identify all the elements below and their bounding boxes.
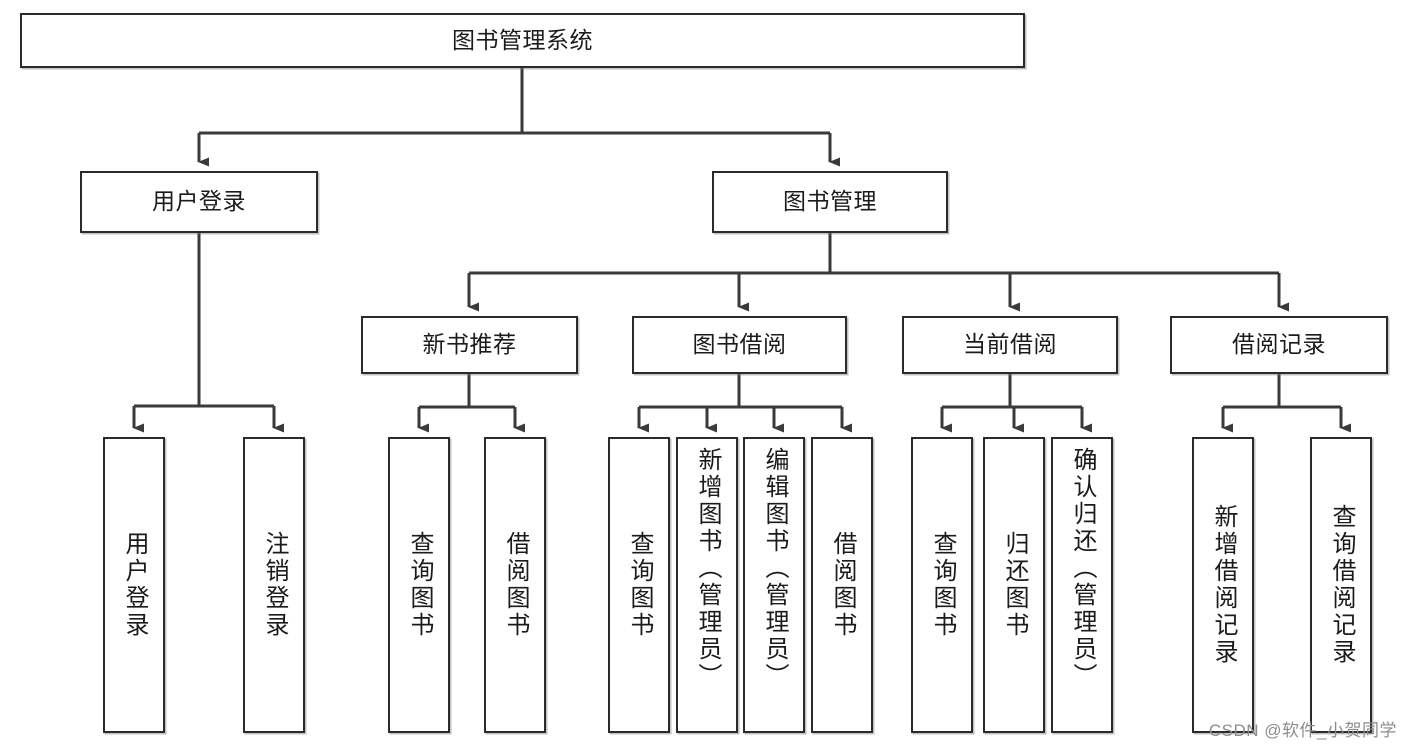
node-leaf-query-book-2-label: 查询图书 [626,531,653,639]
node-root[interactable]: 图书管理系统 [20,13,1025,68]
node-leaf-query-book-1[interactable]: 查询图书 [388,437,450,733]
node-leaf-borrow-book-1[interactable]: 借阅图书 [484,437,546,733]
node-borrow-record-label: 借阅记录 [1232,331,1326,358]
node-leaf-add-book[interactable]: 新增图书（管理员） [676,437,738,733]
csdn-watermark: CSDN @软件_小贺同学 [1208,721,1397,740]
node-leaf-borrow-book-2[interactable]: 借阅图书 [811,437,873,733]
node-leaf-confirm-return[interactable]: 确认归还（管理员） [1051,437,1113,733]
node-leaf-logout-login-label: 注销登录 [261,531,288,639]
node-leaf-user-login[interactable]: 用户登录 [103,437,165,733]
node-current-borrow[interactable]: 当前借阅 [902,316,1118,374]
node-leaf-query-book-3[interactable]: 查询图书 [911,437,973,733]
node-new-book-recommend-label: 新书推荐 [422,331,517,358]
node-leaf-add-book-label: 新增图书（管理员） [694,447,721,690]
node-book-manage[interactable]: 图书管理 [712,171,948,233]
node-leaf-query-borrow-record-label: 查询借阅记录 [1328,504,1355,666]
node-borrow-record[interactable]: 借阅记录 [1170,316,1388,374]
node-user-login-label: 用户登录 [152,188,246,215]
node-leaf-query-book-2[interactable]: 查询图书 [608,437,670,733]
node-new-book-recommend[interactable]: 新书推荐 [361,316,578,374]
node-leaf-borrow-book-1-label: 借阅图书 [502,531,529,639]
node-leaf-query-book-1-label: 查询图书 [406,531,433,639]
node-leaf-confirm-return-label: 确认归还（管理员） [1069,447,1096,690]
node-user-login[interactable]: 用户登录 [80,171,318,233]
node-leaf-add-borrow-record[interactable]: 新增借阅记录 [1192,437,1254,733]
node-book-borrow-label: 图书借阅 [692,331,787,358]
node-root-label: 图书管理系统 [452,26,593,53]
node-leaf-query-book-3-label: 查询图书 [929,531,956,639]
node-leaf-borrow-book-2-label: 借阅图书 [829,531,856,639]
node-leaf-edit-book-label: 编辑图书（管理员） [761,447,788,690]
node-book-borrow[interactable]: 图书借阅 [632,316,847,374]
node-leaf-return-book[interactable]: 归还图书 [983,437,1045,733]
node-leaf-return-book-label: 归还图书 [1001,531,1028,639]
node-leaf-add-borrow-record-label: 新增借阅记录 [1210,504,1237,666]
node-leaf-query-borrow-record[interactable]: 查询借阅记录 [1310,437,1372,733]
node-current-borrow-label: 当前借阅 [963,331,1057,358]
node-leaf-user-login-label: 用户登录 [121,531,148,639]
node-leaf-logout-login[interactable]: 注销登录 [243,437,305,733]
node-book-manage-label: 图书管理 [783,188,877,215]
node-leaf-edit-book[interactable]: 编辑图书（管理员） [743,437,805,733]
